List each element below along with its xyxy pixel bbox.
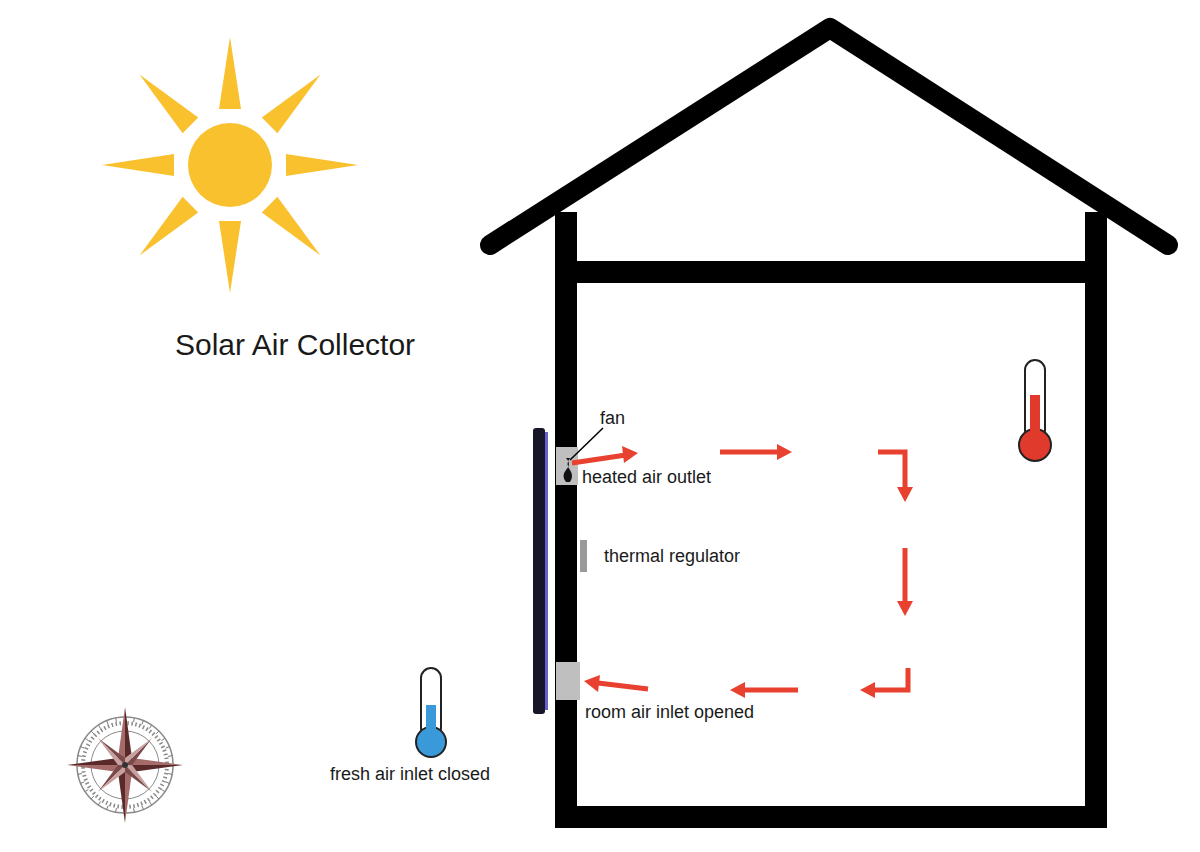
fan-symbol [564,458,573,482]
title: Solar Air Collector [175,328,415,363]
part-label: heated air outlet [582,467,711,488]
thermal-regulator [580,540,587,572]
sun [102,37,358,293]
part-label: room air inlet opened [585,702,754,723]
house [490,28,1168,828]
leader-line [570,428,603,460]
compass-rose [67,707,183,823]
air-flow-arrows [572,444,913,698]
outdoor-thermometer [416,668,446,757]
room-air-inlet [556,662,580,700]
solar-collector [533,428,548,714]
part-label: fresh air inlet closed [330,764,490,785]
part-label: fan [600,408,625,429]
indoor-thermometer [1019,360,1051,461]
heated-air-outlet [556,447,578,485]
part-label: thermal regulator [604,546,740,567]
